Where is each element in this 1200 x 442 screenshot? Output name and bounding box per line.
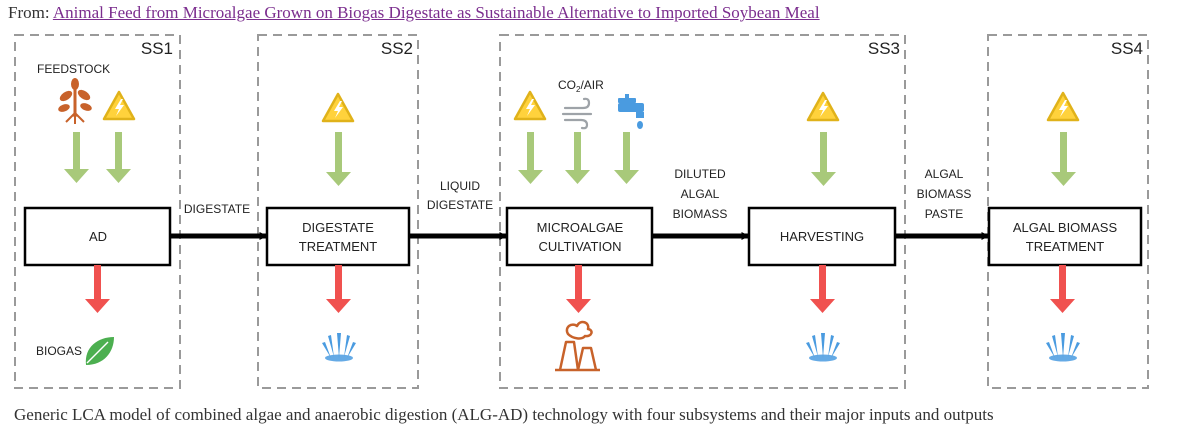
process-label-digestate-treatment-line2: TREATMENT — [299, 239, 378, 254]
energy-icon — [321, 92, 355, 123]
from-label: From: — [8, 3, 50, 22]
source-reference: From: Animal Feed from Microalgae Grown … — [8, 3, 820, 23]
process-label-harvesting: HARVESTING — [780, 229, 864, 244]
energy-icon — [513, 90, 547, 121]
process-label-algal-biomass-treatment-line2: TREATMENT — [1026, 239, 1105, 254]
water-splash-icon — [806, 333, 840, 362]
wind-icon — [561, 97, 593, 130]
leaf-icon — [85, 337, 114, 365]
process-label-digestate-treatment-line1: DIGESTATE — [302, 220, 374, 235]
process-label-algal-biomass-treatment-line1: ALGAL BIOMASS — [1013, 220, 1118, 235]
flow-label-algal-biomass-paste-line3: PASTE — [925, 207, 963, 221]
flow-label-diluted-algal-biomass-line3: BIOMASS — [673, 207, 728, 221]
flow-label-diluted-algal-biomass-line1: DILUTED — [674, 167, 726, 181]
process-box-algal-biomass-treatment — [987, 206, 1143, 267]
factory-emission-icon — [555, 320, 600, 372]
biogas-label: BIOGAS — [36, 344, 82, 358]
flow-label-algal-biomass-paste-line1: ALGAL — [925, 167, 964, 181]
process-label-microalgae-cultivation-line2: CULTIVATION — [538, 239, 621, 254]
input-arrows — [64, 132, 1076, 186]
subsystem-label-ss4: SS4 — [1111, 39, 1143, 58]
water-tap-icon — [618, 94, 644, 129]
subsystem-label-ss2: SS2 — [381, 39, 413, 58]
water-splash-icon — [322, 333, 356, 362]
source-article-link[interactable]: Animal Feed from Microalgae Grown on Bio… — [52, 3, 820, 22]
flow-label-liquid-digestate-line1: LIQUID — [440, 179, 480, 193]
flow-label-diluted-algal-biomass-line2: ALGAL — [681, 187, 720, 201]
subsystem-label-ss3: SS3 — [868, 39, 900, 58]
flow-label-digestate: DIGESTATE — [184, 202, 250, 216]
water-splash-icon — [1046, 333, 1080, 362]
subsystem-boundary-ss1 — [14, 34, 181, 389]
process-box-ad — [23, 206, 172, 267]
subsystem-label-ss1: SS1 — [141, 39, 173, 58]
process-label-microalgae-cultivation-line1: MICROALGAE — [537, 220, 624, 235]
subsystem-boundary-ss2 — [257, 34, 419, 389]
energy-icon — [102, 90, 136, 121]
process-label-ad: AD — [89, 229, 107, 244]
figure-caption: Generic LCA model of combined algae and … — [14, 405, 994, 424]
process-box-digestate-treatment — [265, 206, 411, 267]
feedstock-plant-icon — [58, 78, 92, 124]
output-arrows — [85, 265, 1075, 313]
subsystem-boundary-ss3 — [499, 34, 906, 389]
feedstock-label: FEEDSTOCK — [37, 62, 110, 76]
flow-label-algal-biomass-paste-line2: BIOMASS — [917, 187, 972, 201]
lca-diagram: SS1 SS2 SS3 SS4 FEEDSTOCK CO2/AIR — [0, 30, 1200, 392]
energy-icon — [1046, 91, 1080, 122]
subsystem-boundary-ss4 — [987, 34, 1149, 389]
process-box-microalgae-cultivation — [505, 206, 654, 267]
co2-air-label: CO2/AIR — [558, 78, 604, 94]
flow-label-liquid-digestate-line2: DIGESTATE — [427, 198, 493, 212]
energy-icon — [806, 91, 840, 122]
